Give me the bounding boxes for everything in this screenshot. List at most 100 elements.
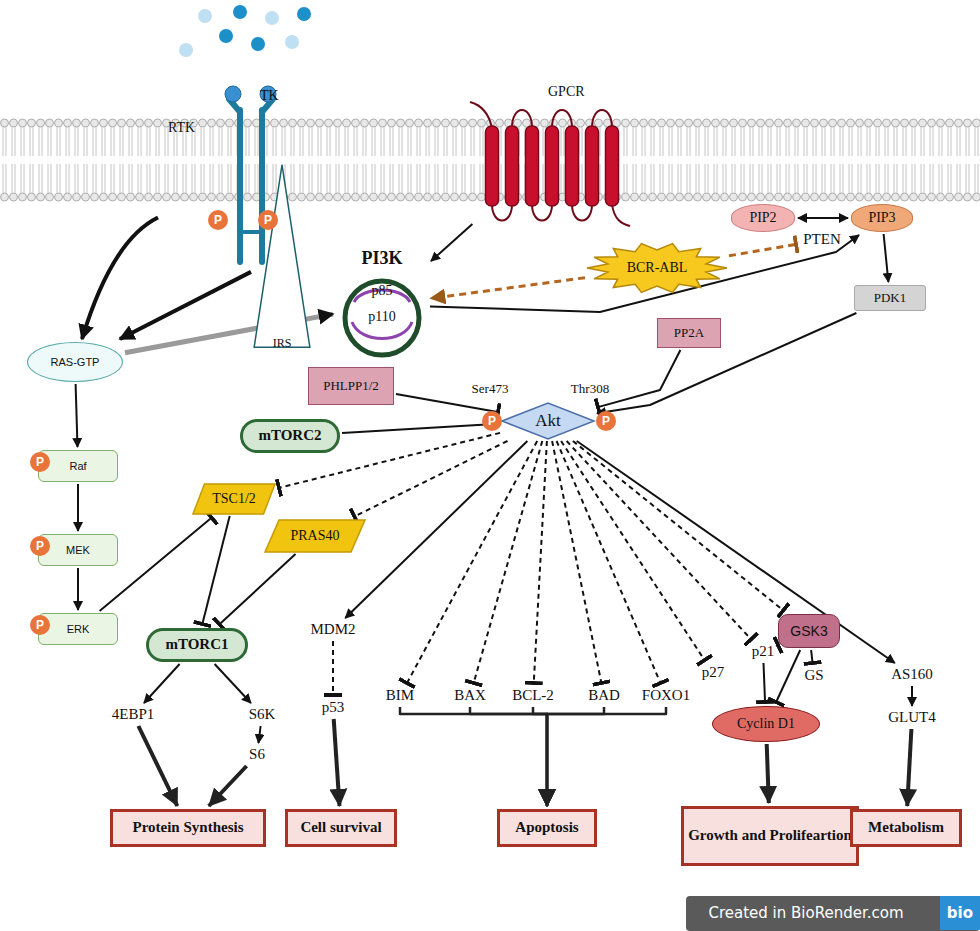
pathway-connector <box>534 441 547 684</box>
pathway-connector <box>884 234 889 282</box>
pathway-connector <box>561 441 705 661</box>
node-label: BAX <box>454 687 486 704</box>
gpcr-node: GPCR <box>470 78 640 222</box>
pathway-connector <box>334 719 340 806</box>
phospho-marker: P <box>30 536 50 556</box>
pathway-connector <box>219 554 296 625</box>
pathway-connector <box>764 663 766 703</box>
node-label: Cyclin D1 <box>737 716 795 732</box>
pathway-connector <box>533 707 547 806</box>
node-label: Apoptosis <box>515 819 578 836</box>
node-label: 4EBP1 <box>112 706 155 723</box>
molecule-label: GLUT4 <box>886 709 938 727</box>
regulator-parallelogram: PRAS40 <box>265 520 365 552</box>
kinase-diamond: Akt <box>502 403 594 439</box>
phospho-marker: P <box>258 210 278 230</box>
pathway-connector <box>202 516 230 625</box>
node-sublabel: p85 <box>336 283 428 299</box>
pathway-connector <box>597 350 680 407</box>
pathway-connector <box>76 384 78 447</box>
molecule-label: MDM2 <box>308 621 358 639</box>
kinase-box: PDK1 <box>854 285 926 311</box>
watermark-bar <box>686 896 980 931</box>
node-label: PDK1 <box>874 291 907 306</box>
node-label: p27 <box>702 664 725 681</box>
gpcr-receptor <box>470 102 630 226</box>
pathway-connector <box>573 441 784 611</box>
gpcr-helices <box>486 126 619 206</box>
node-label: GSK3 <box>790 623 827 639</box>
pathway-connector <box>431 278 585 299</box>
node-label: PRAS40 <box>290 528 339 544</box>
node-label: TSC1/2 <box>212 491 256 507</box>
node-label: FOXO1 <box>642 687 690 704</box>
pathway-connector <box>729 244 797 256</box>
outcome-box: Protein Synthesis <box>110 809 266 847</box>
node-label: PIP2 <box>749 210 776 226</box>
pathway-connector <box>354 441 508 517</box>
enzyme-circle: PI3K p85 p110 <box>336 248 428 362</box>
molecule-label: AS160 <box>889 666 935 684</box>
pathway-connector <box>547 707 666 806</box>
pathway-connector <box>144 664 180 703</box>
pathway-connector <box>911 686 913 706</box>
pathway-connector <box>567 441 752 640</box>
node-label: S6 <box>249 746 265 763</box>
molecule-label: p21 <box>750 643 776 661</box>
phospho-marker: P <box>482 411 502 431</box>
molecule-label: BAX <box>453 687 487 705</box>
adaptor-triangle: IRS <box>253 159 311 353</box>
pathway-connector <box>798 217 848 219</box>
tri-outline <box>253 159 311 353</box>
node-label: PTEN <box>803 231 841 248</box>
node-label: IRS <box>273 337 292 351</box>
node-label: TK <box>260 88 279 104</box>
node-label: ERK <box>67 623 90 636</box>
node-label: PP2A <box>674 326 704 341</box>
node-label: GPCR <box>548 84 585 100</box>
cyclin-ellipse: Cyclin D1 <box>712 706 820 742</box>
pathway-connector <box>776 650 801 703</box>
node-label: p53 <box>322 699 345 716</box>
molecule-label: S6 <box>246 746 268 764</box>
site-label: Thr308 <box>571 381 609 397</box>
pathway-connector <box>407 441 538 684</box>
pathway-connector <box>209 766 247 806</box>
node-label: Growth and Prolifeartion <box>688 827 852 844</box>
pathway-connector <box>215 664 251 703</box>
outcome-box: Apoptosis <box>497 809 597 847</box>
pathway-connector <box>259 726 261 743</box>
pathway-connector <box>396 394 499 412</box>
node-label: Raf <box>69 460 86 473</box>
molecule-label: p27 <box>700 664 726 682</box>
node-label: PIP3 <box>868 210 895 226</box>
complex-box: mTORC1 <box>146 628 248 662</box>
node-label: S6K <box>249 706 276 723</box>
node-label: MEK <box>66 544 90 557</box>
pathway-connector <box>470 707 547 806</box>
node-label: BCR-ABL <box>627 260 688 276</box>
node-label: PHLPP1/2 <box>323 379 379 394</box>
molecule-label: BCL-2 <box>511 687 555 705</box>
gtpase-ellipse: RAS-GTP <box>27 342 123 382</box>
pathway-connector <box>557 441 661 684</box>
molecule-label: BAD <box>587 687 621 705</box>
kinase-box: Raf <box>38 450 118 482</box>
node-label: Protein Synthesis <box>133 819 244 836</box>
node-label: MDM2 <box>310 621 355 638</box>
molecule-label: 4EBP1 <box>110 706 156 724</box>
kinase-box: GSK3 <box>778 614 840 648</box>
node-label: PI3K <box>336 248 428 269</box>
molecule-label: FOXO1 <box>641 687 691 705</box>
molecule-label: GS <box>803 667 825 685</box>
pathway-connector <box>597 313 856 413</box>
pathway-connector <box>811 650 813 664</box>
regulator-parallelogram: TSC1/2 <box>193 484 275 514</box>
node-sublabel: p110 <box>336 309 428 325</box>
pathway-connector <box>100 517 213 611</box>
phosphatase-box: PHLPP1/2 <box>308 367 394 405</box>
pathway-connector <box>342 424 499 433</box>
node-label: Metabolism <box>868 819 944 836</box>
node-label: GLUT4 <box>888 709 936 726</box>
node-label: BCL-2 <box>512 687 554 704</box>
